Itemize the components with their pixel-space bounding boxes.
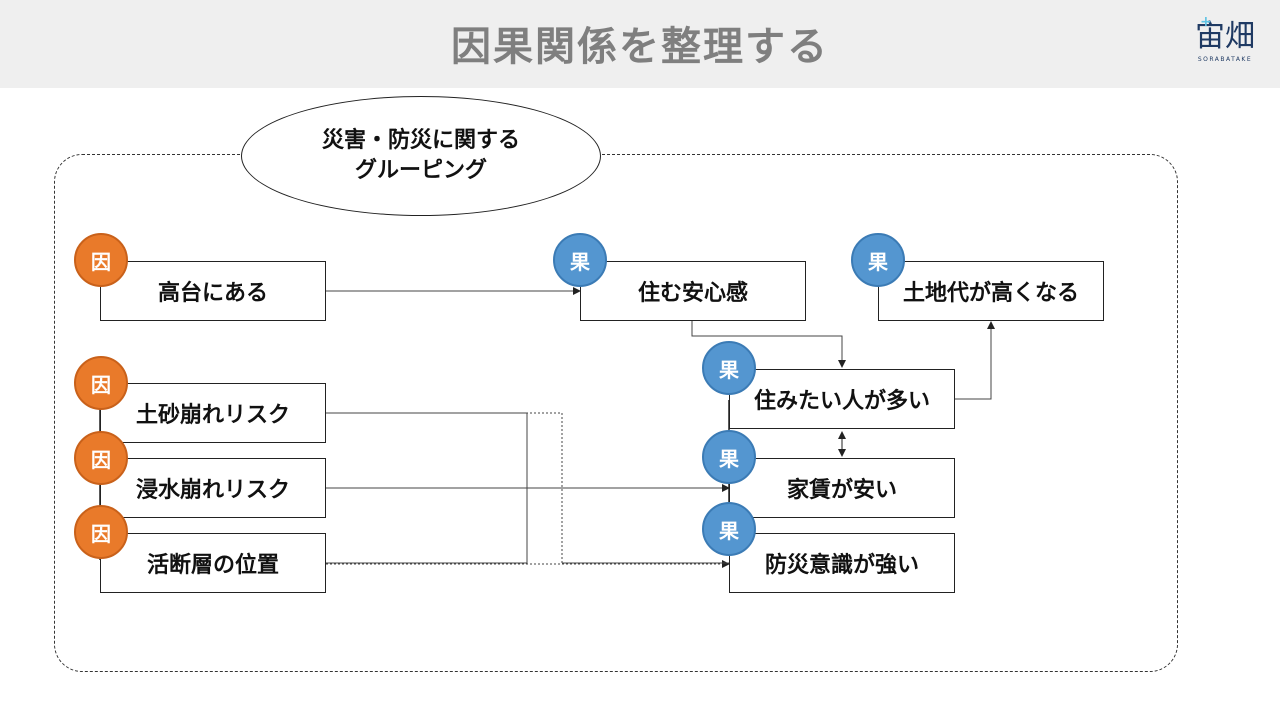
effect-box-anshin: 住む安心感 bbox=[580, 261, 806, 321]
cause-box-dosha: 土砂崩れリスク bbox=[100, 383, 326, 443]
arrow-sumitai-tochidai bbox=[954, 321, 995, 400]
header-bar: 因果関係を整理する + 宙畑 SORABATAKE bbox=[0, 0, 1280, 88]
line-katsudanso-solid bbox=[326, 488, 528, 564]
cause-box-shinsui: 浸水崩れリスク bbox=[100, 458, 326, 518]
effect-badge: 果 bbox=[702, 502, 756, 556]
page-title: 因果関係を整理する bbox=[451, 24, 829, 70]
cause-box-takadai: 高台にある bbox=[100, 261, 326, 321]
effect-badge: 果 bbox=[851, 233, 905, 287]
effect-badge: 果 bbox=[702, 341, 756, 395]
effect-box-tochidai: 土地代が高くなる bbox=[878, 261, 1104, 321]
grouping-label-line2: グルーピング bbox=[354, 158, 487, 183]
grouping-label-line1: 災害・防災に関する bbox=[321, 128, 520, 153]
cause-badge: 因 bbox=[74, 431, 128, 485]
grouping-label: 災害・防災に関する グルーピング bbox=[241, 96, 601, 216]
logo-subtitle: SORABATAKE bbox=[1197, 56, 1253, 63]
effect-box-bousai: 防災意識が強い bbox=[729, 533, 955, 593]
logo-plus-icon: + bbox=[1200, 14, 1212, 30]
effect-box-yachin: 家賃が安い bbox=[729, 458, 955, 518]
cause-box-katsudanso: 活断層の位置 bbox=[100, 533, 326, 593]
line-dosha-solid bbox=[326, 412, 528, 488]
logo-mark: 宙畑 bbox=[1195, 19, 1255, 54]
line-dosha-dotted bbox=[326, 412, 563, 563]
effect-badge: 果 bbox=[553, 233, 607, 287]
logo: + 宙畑 SORABATAKE bbox=[1180, 14, 1270, 74]
grouping-frame bbox=[54, 154, 1178, 672]
arrow-anshin-sumitai bbox=[691, 321, 846, 368]
cause-badge: 因 bbox=[74, 505, 128, 559]
cause-badge: 因 bbox=[74, 233, 128, 287]
effect-box-sumitai: 住みたい人が多い bbox=[729, 369, 955, 429]
cause-badge: 因 bbox=[74, 356, 128, 410]
effect-badge: 果 bbox=[702, 430, 756, 484]
